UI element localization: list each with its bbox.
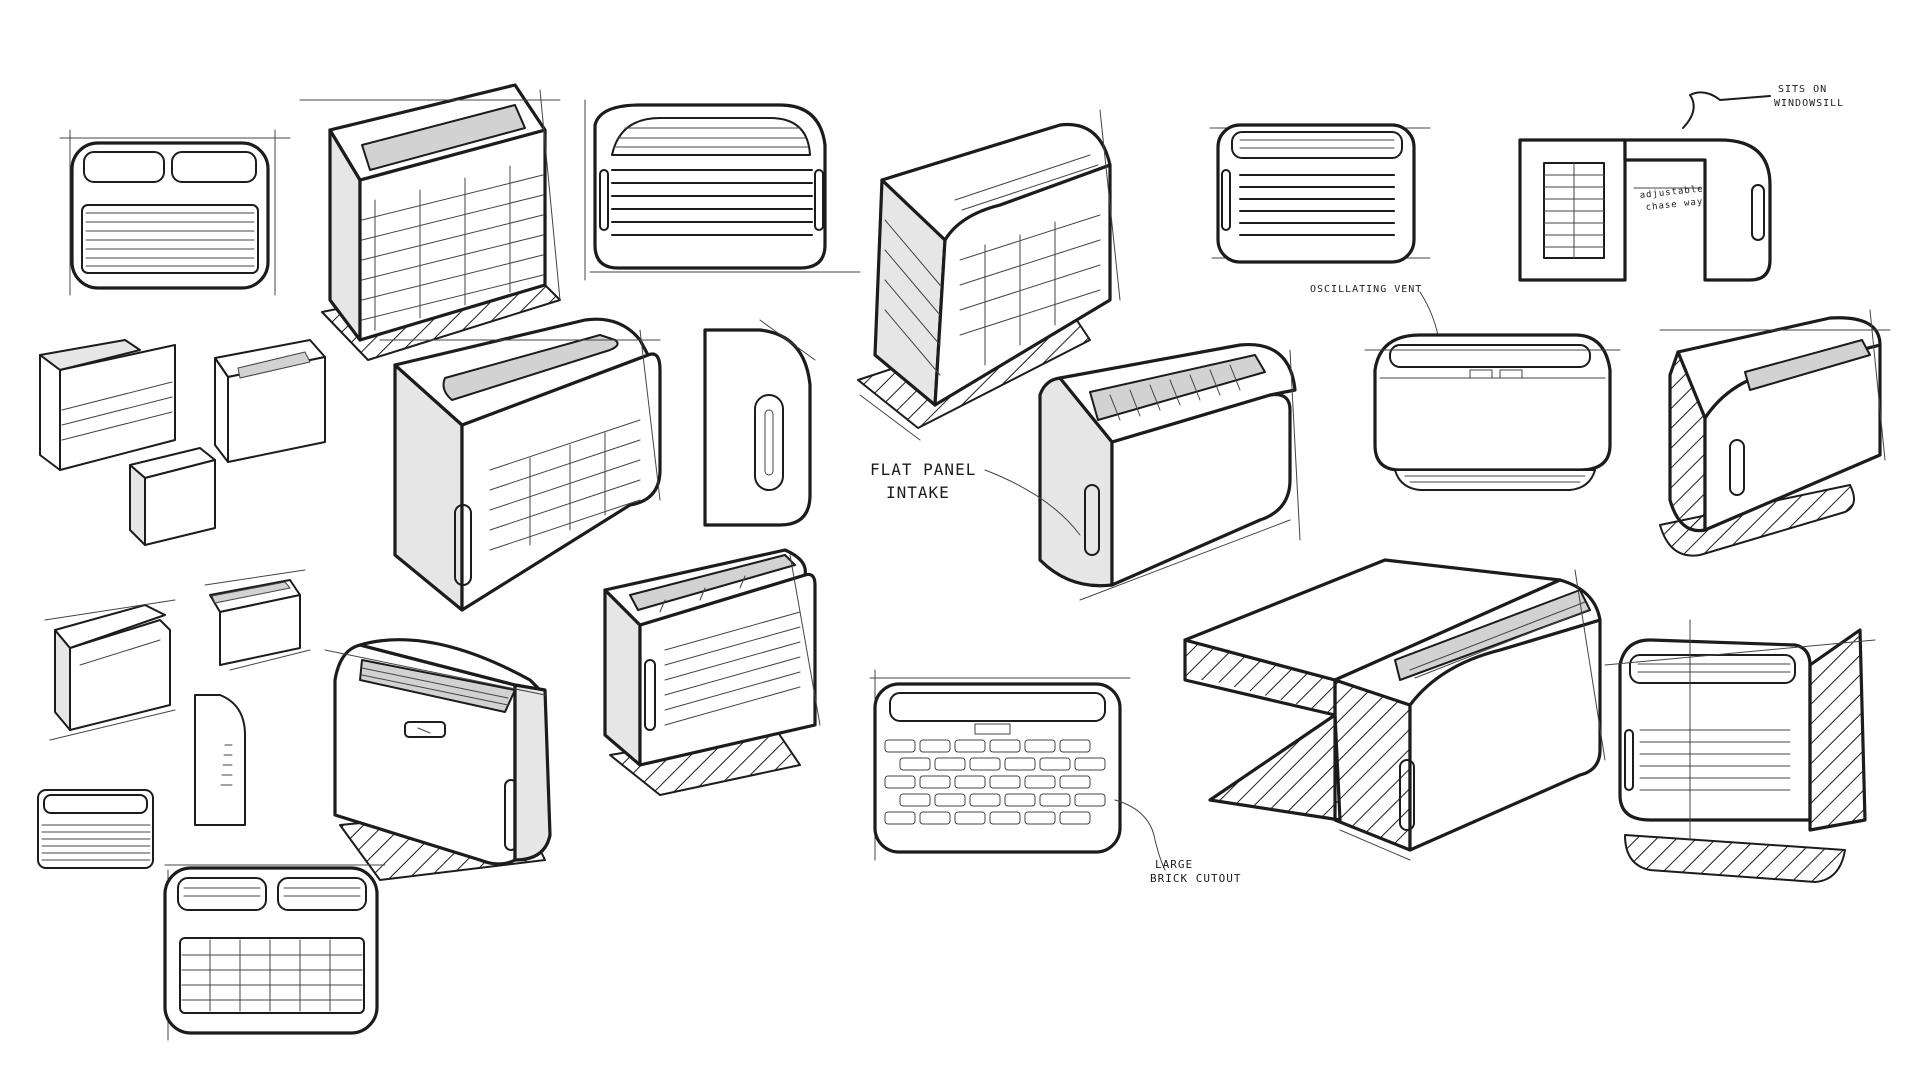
note-brick-cutout: BRICK CUTOUT [1150, 872, 1241, 885]
ac-sketch-side-profile [703, 319, 816, 527]
ac-sketch-perspective-4 [1659, 309, 1891, 557]
note-large: LARGE [1155, 858, 1193, 871]
ac-sketch-windowsill-view: SITS ON WINDOWSILL adjustable chase way [1518, 84, 1844, 282]
ac-sketch-flat-panel-intake: FLAT PANEL INTAKE [870, 342, 1301, 601]
ac-sketch-small-wireframes [44, 569, 311, 741]
ac-sketch-perspective-2 [857, 109, 1121, 441]
note-windowsill: WINDOWSILL [1774, 98, 1844, 109]
ac-sketch-small-cluster [39, 339, 326, 546]
ac-sketch-perspective-6 [603, 548, 821, 796]
ac-sketch-perspective-5 [324, 638, 552, 881]
note-intake: INTAKE [886, 483, 950, 502]
ac-sketch-front-4 [163, 864, 386, 1041]
ac-sketch-large-brick-cutout: LARGE BRICK CUTOUT [869, 669, 1241, 885]
note-sits-on: SITS ON [1778, 84, 1827, 95]
ac-sketch-perspective-1 [299, 83, 561, 361]
ac-sketch-perspective-7 [1183, 558, 1606, 861]
ac-sketch-front-3 [1209, 123, 1431, 264]
note-flat-panel: FLAT PANEL [870, 460, 976, 479]
ac-sketch-oscillating-vent: OSCILLATING VENT [1310, 284, 1621, 491]
ac-sketch-small-profile [194, 694, 246, 826]
note-oscillating-vent: OSCILLATING VENT [1310, 284, 1422, 295]
ac-sketch-front-1 [59, 129, 291, 296]
ac-sketch-front-small [37, 789, 154, 869]
ac-sketch-perspective-8 [1604, 619, 1876, 883]
ac-sketch-front-2 [584, 99, 861, 281]
ac-sketch-perspective-3 [379, 317, 662, 612]
